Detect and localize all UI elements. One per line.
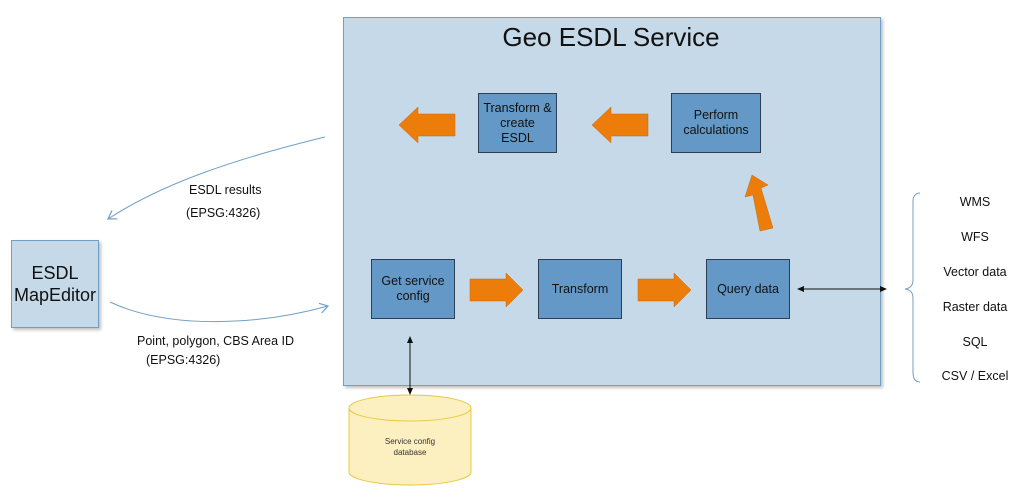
input-label: Point, polygon, CBS Area ID — [137, 334, 295, 348]
transform-box: Transform — [538, 259, 622, 319]
source-item: Vector data — [943, 265, 1007, 279]
source-item: WFS — [961, 230, 989, 244]
transform-create-esdl-box: Transform & create ESDL — [478, 93, 557, 153]
esdl-mapeditor-box: ESDL MapEditor — [11, 240, 99, 328]
arrow-up-query-to-perform — [744, 174, 774, 232]
results-crs-label: (EPSG:4326) — [186, 206, 261, 220]
results-label: ESDL results — [189, 183, 262, 197]
service-title: Geo ESDL Service — [502, 22, 720, 52]
arrow-right-config-to-transform — [469, 272, 524, 308]
database-cylinder — [348, 394, 472, 486]
source-item: WMS — [959, 195, 991, 209]
perform-calculations-box: Perform calculations — [671, 93, 761, 153]
query-data-box: Query data — [706, 259, 790, 319]
geo-esdl-service-container — [343, 17, 881, 386]
source-item: Raster data — [942, 300, 1008, 314]
arrow-left-perform-to-transform — [591, 106, 649, 144]
input-flow-curve — [109, 301, 330, 323]
arrow-right-transform-to-query — [637, 272, 692, 308]
database-label: Service config database — [384, 437, 436, 457]
source-item: SQL — [962, 335, 988, 349]
results-flow-curve — [107, 136, 326, 220]
get-service-config-box: Get service config — [371, 259, 455, 319]
source-item: CSV / Excel — [941, 369, 1009, 383]
sources-brace — [904, 192, 921, 383]
arrow-left-output — [398, 106, 456, 144]
input-crs-label: (EPSG:4326) — [146, 353, 221, 367]
